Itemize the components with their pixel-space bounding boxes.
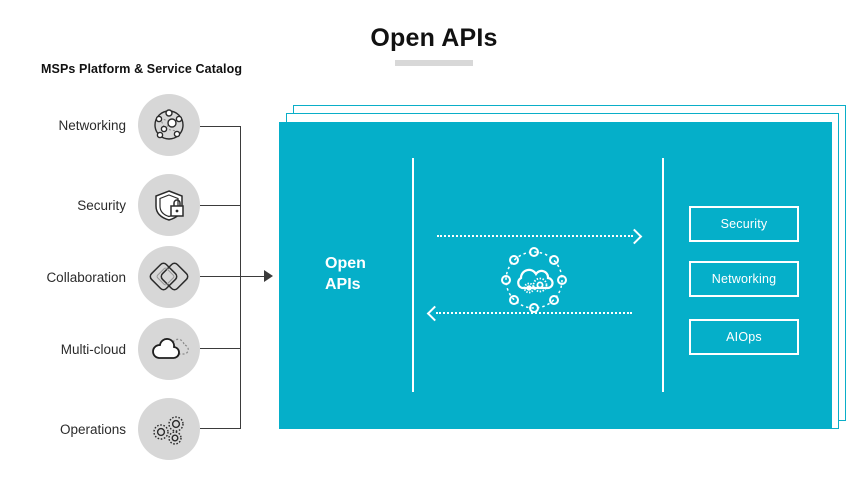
- bracket-stub-multi-cloud: [200, 348, 241, 349]
- catalog-item-label: Collaboration: [46, 269, 126, 285]
- dotted-arrow-right-icon: [437, 228, 643, 245]
- bracket-spine: [240, 126, 241, 428]
- catalog-item-label: Networking: [58, 117, 126, 133]
- catalog-item-security[interactable]: Security: [0, 174, 200, 236]
- bracket-stub-security: [200, 205, 241, 206]
- page-title: Open APIs: [370, 24, 498, 52]
- catalog-item-multi-cloud[interactable]: Multi-cloud: [0, 318, 200, 380]
- catalog-item-collaboration[interactable]: Collaboration: [0, 246, 200, 308]
- service-chip-networking[interactable]: Networking: [689, 261, 799, 297]
- bracket-stub-networking: [200, 126, 241, 127]
- catalog-item-label: Multi-cloud: [60, 341, 126, 357]
- panel-divider-left: [412, 158, 414, 392]
- catalog-item-label: Security: [77, 197, 126, 213]
- network-nodes-icon: [138, 94, 200, 156]
- service-chip-label: Security: [720, 217, 768, 231]
- service-chip-label: Networking: [711, 272, 777, 286]
- three-gears-icon: [138, 398, 200, 460]
- shield-lock-icon: [138, 174, 200, 236]
- service-chip-aiops[interactable]: AIOps: [689, 319, 799, 355]
- overlapping-diamonds-icon: [138, 246, 200, 308]
- service-chip-security[interactable]: Security: [689, 206, 799, 242]
- service-chip-label: AIOps: [726, 330, 762, 344]
- cloud-gears-network-icon: [497, 243, 571, 317]
- open-apis-panel: [279, 122, 832, 429]
- catalog-item-label: Operations: [59, 421, 126, 437]
- catalog-heading: MSPs Platform & Service Catalog: [41, 62, 243, 76]
- bracket-stub-operations: [200, 428, 241, 429]
- bracket-arrow-line: [200, 276, 266, 277]
- panel-divider-right: [662, 158, 664, 392]
- catalog-item-operations[interactable]: Operations: [0, 398, 200, 460]
- panel-title: Open APIs: [325, 255, 366, 294]
- catalog-item-networking[interactable]: Networking: [0, 94, 200, 156]
- title-underline: [395, 60, 473, 66]
- two-clouds-icon: [138, 318, 200, 380]
- bracket-arrow-head-icon: [264, 270, 273, 282]
